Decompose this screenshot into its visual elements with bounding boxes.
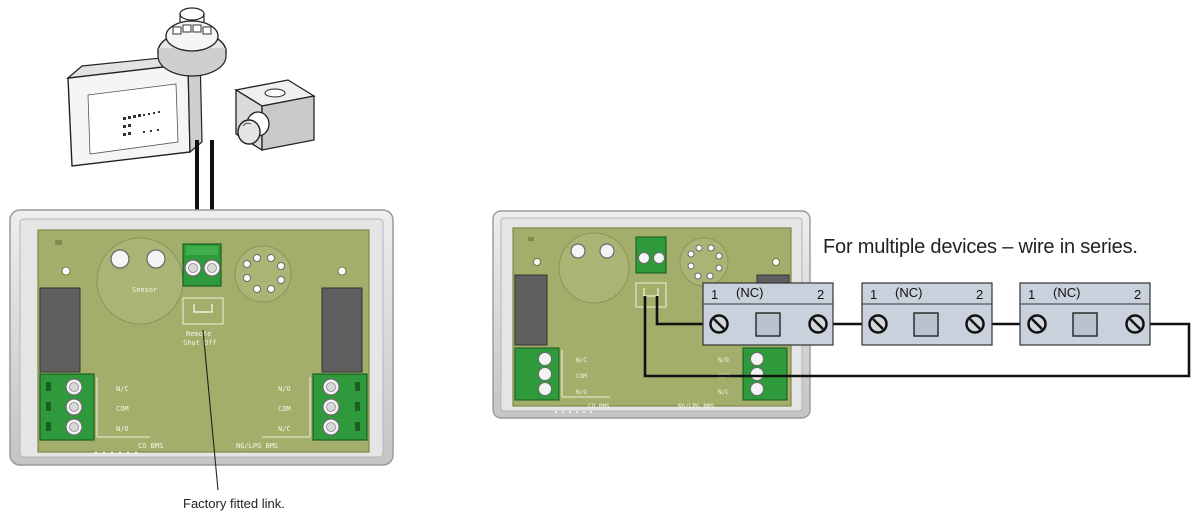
terminal-label-no: N/O [116,425,129,433]
shut-off-label: Shut Off [183,339,217,347]
svg-text:Sensor: Sensor [132,286,157,294]
nc-label: (NC) [1053,285,1080,300]
terminal-label-nc: N/C [116,385,129,393]
left-board-relay-terminal-right: N/O COM N/C NG/LPG BMS [236,373,368,450]
left-board-dots [94,451,138,455]
factory-fitted-link: Remote Shut Off [182,297,224,347]
terminal-label-no: N/O [278,385,291,393]
left-board-relay-terminal-left: N/C COM N/O CO BMS [39,373,163,450]
nc-label: (NC) [895,285,922,300]
fire-panel-icon [66,52,203,167]
terminal-2-label: 2 [1134,287,1141,302]
terminal-label-nc: N/C [278,425,291,433]
terminal-1-label: 1 [1028,287,1035,302]
terminal-label-nc: N/C [718,389,729,396]
smoke-detector-icon [157,7,227,77]
terminal-label-com: COM [278,405,291,413]
terminal-label-nc: N/C [576,357,587,364]
left-remote-terminal [182,243,222,287]
remote-label: Remote [186,330,211,338]
emergency-stop-button-icon [234,79,316,152]
terminal-1-label: 1 [711,287,718,302]
factory-link-leader [202,329,219,491]
terminal-label-com: COM [116,405,129,413]
factory-link-caption: Factory fitted link. [183,496,285,511]
ng-lpg-bms-label: NG/LPG BMS [678,403,715,410]
terminal-2-label: 2 [817,287,824,302]
terminal-2-label: 2 [976,287,983,302]
terminal-block-2: 1 (NC) 2 [861,282,993,346]
terminal-block-3: 1 (NC) 2 [1019,282,1151,346]
series-wiring-note: For multiple devices – wire in series. [823,236,1138,258]
ng-lpg-bms-label: NG/LPG BMS [236,442,278,450]
co-bms-label: CO BMS [588,403,610,410]
terminal-label-no: N/O [576,389,587,396]
co-bms-label: CO BMS [138,442,163,450]
terminal-block-1: 1 (NC) 2 [702,282,834,346]
terminal-label-no: N/O [718,357,729,364]
terminal-label-com: COM [576,373,587,380]
nc-label: (NC) [736,285,763,300]
terminal-1-label: 1 [870,287,877,302]
